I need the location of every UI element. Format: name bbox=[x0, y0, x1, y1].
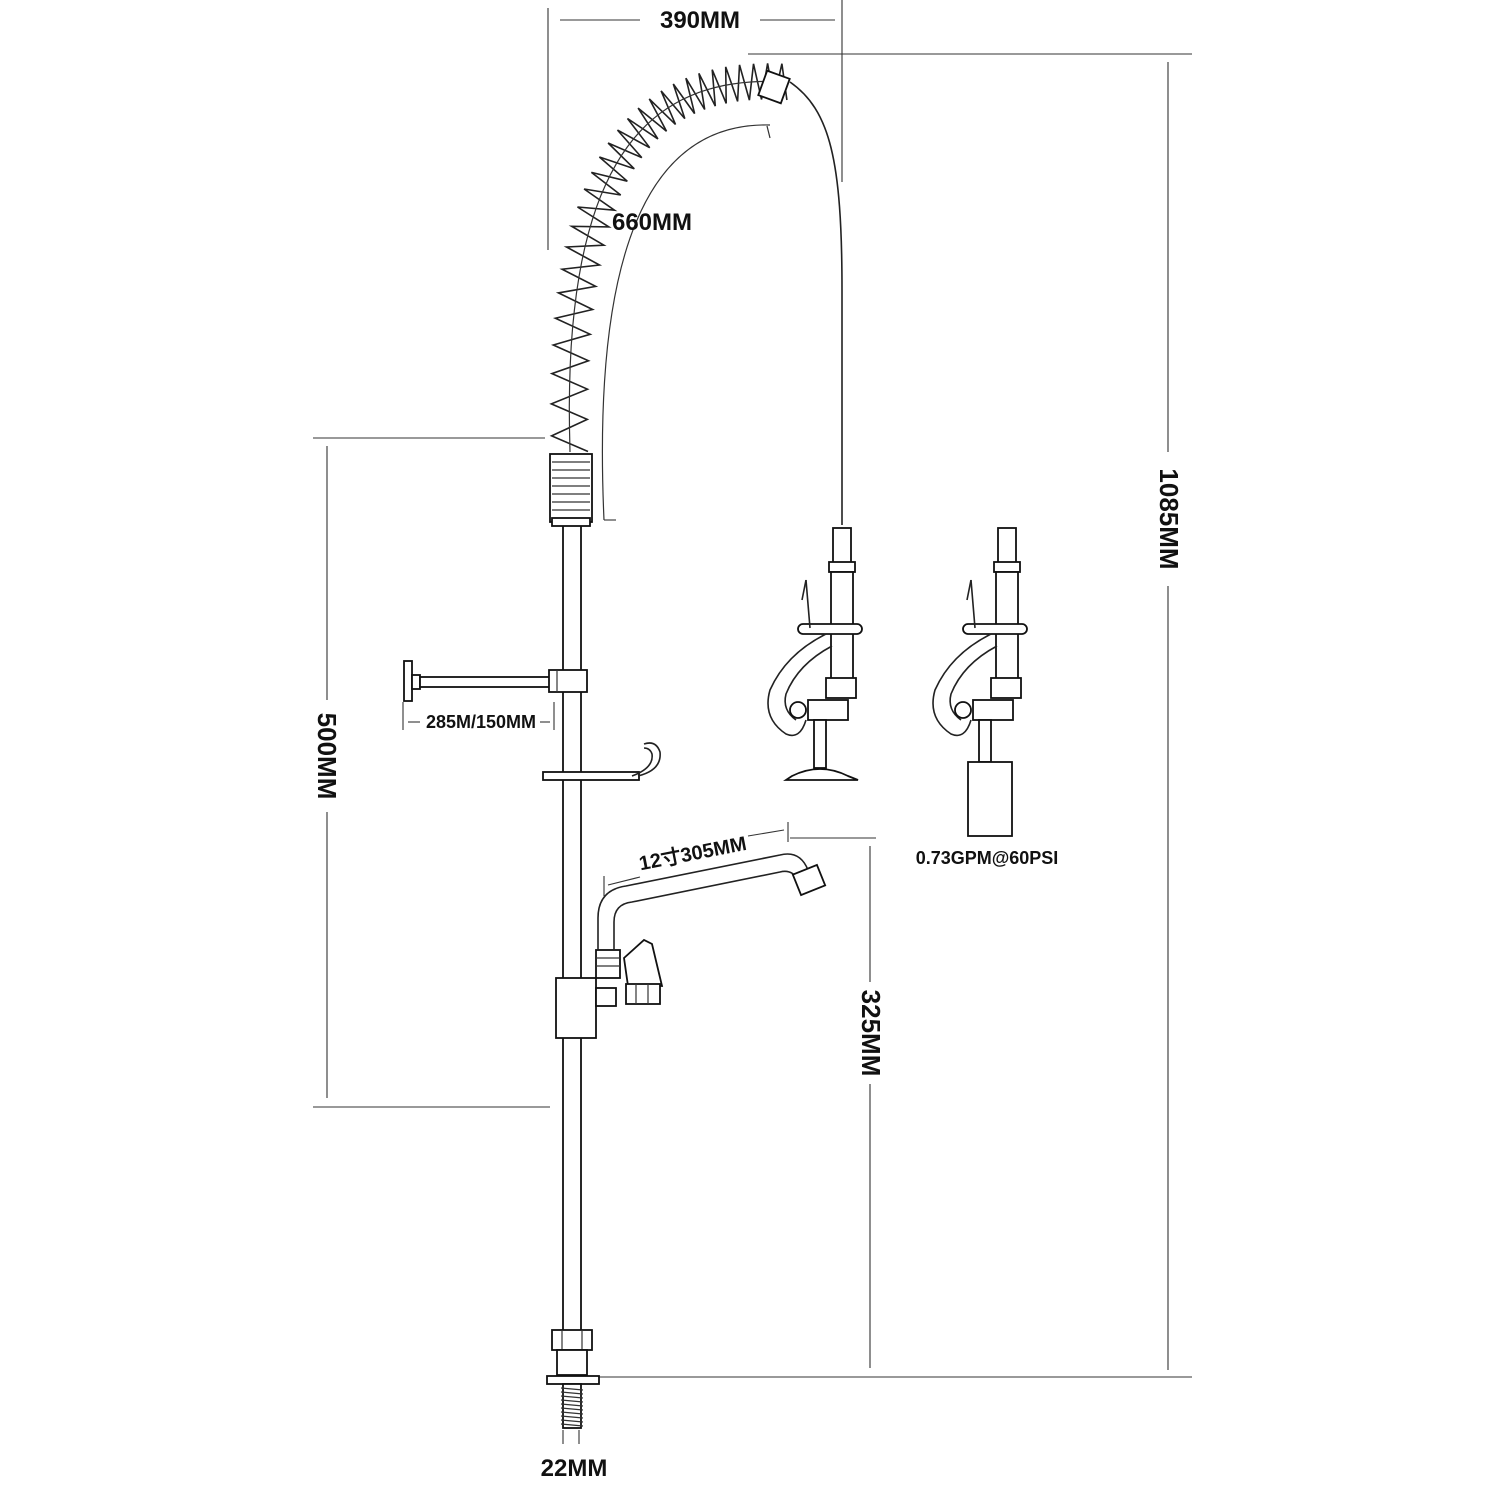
label-wall-bracket: 285M/150MM bbox=[426, 712, 536, 732]
spring-core-tube bbox=[568, 80, 789, 453]
deck-flange bbox=[546, 1329, 600, 1429]
riser-column bbox=[549, 453, 593, 1333]
spring-coil-wire bbox=[549, 63, 788, 453]
label-spout-height: 325MM bbox=[856, 990, 886, 1077]
spray-valve-aerator bbox=[932, 527, 1028, 837]
spring-end-cap bbox=[757, 69, 791, 105]
inlet-thread-line bbox=[560, 1419, 584, 1423]
inlet-thread-line bbox=[560, 1387, 584, 1391]
inlet-thread-line bbox=[560, 1399, 584, 1403]
inlet-thread-line bbox=[560, 1403, 584, 1407]
inlet-thread-line bbox=[560, 1407, 584, 1411]
dimension-labels: 390MM 660MM 1085MM 500MM 285M/150MM 12寸3… bbox=[312, 7, 1184, 1482]
label-column-height: 500MM bbox=[312, 713, 342, 800]
spring-coil bbox=[549, 63, 791, 453]
inlet-thread-line bbox=[560, 1411, 584, 1415]
label-spring-span: 390MM bbox=[660, 7, 740, 34]
spray-hook bbox=[542, 742, 661, 781]
dimension-lines bbox=[313, 0, 1192, 1444]
label-hose-length: 660MM bbox=[612, 209, 692, 236]
label-inlet-diameter: 22MM bbox=[541, 1455, 608, 1482]
inlet-thread-line bbox=[560, 1395, 584, 1399]
inlet-thread-line bbox=[560, 1391, 584, 1395]
inlet-thread-line bbox=[560, 1415, 584, 1419]
label-overall-height: 1085MM bbox=[1154, 468, 1184, 569]
label-spout-length: 12寸305MM bbox=[637, 832, 748, 875]
wall-bracket bbox=[403, 660, 588, 702]
label-flow-rate: 0.73GPM@60PSI bbox=[916, 848, 1059, 868]
swing-spout bbox=[555, 853, 827, 1039]
spray-valve-suction bbox=[767, 527, 863, 781]
inlet-thread-line bbox=[560, 1423, 584, 1427]
spray-hose bbox=[789, 81, 843, 525]
